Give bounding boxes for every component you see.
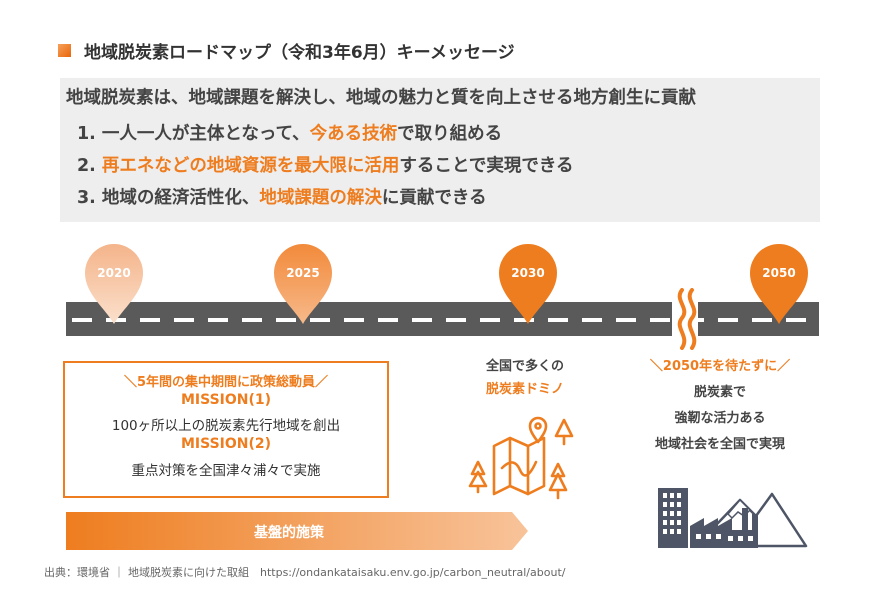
road-dash (310, 318, 330, 322)
road-dash (616, 318, 636, 322)
road-dash (480, 318, 500, 322)
road-dash (140, 318, 160, 322)
road-dash (752, 318, 772, 322)
mission-1-title: MISSION(1) (180, 392, 272, 408)
item-number: 2. (77, 156, 96, 176)
future-header: ＼2050年を待たずに／ (649, 359, 791, 374)
item-text: 一人一人が主体となって、 (101, 124, 310, 144)
item-text: 地域の経済活性化、 (101, 188, 260, 208)
mission-box (63, 361, 389, 498)
folded-map-icon (468, 416, 574, 500)
map-pin-icon (274, 243, 332, 324)
domino-line-2: 脱炭素ドミノ (485, 382, 564, 397)
milestone-2030: 2030 (497, 242, 559, 330)
key-message-lead: 地域脱炭素は、地域課題を解決し、地域の魅力と質を向上させる地方創生に貢献 (66, 88, 696, 108)
title-marker (58, 44, 71, 57)
mission-2-text: 重点対策を全国津々浦々で実施 (131, 463, 321, 479)
item-number: 3. (77, 188, 96, 208)
year-label: 2025 (286, 266, 320, 280)
item-highlight: 今ある技術 (309, 124, 398, 144)
year-label: 2020 (97, 266, 131, 280)
item-text: に貢献できる (381, 188, 487, 208)
foundation-arrow (66, 512, 528, 550)
road-dash (514, 318, 534, 322)
map-pin-icon (750, 243, 808, 324)
milestone-2050: 2050 (748, 242, 810, 330)
road-dash (446, 318, 466, 322)
item-highlight: 地域課題の解決 (259, 188, 382, 208)
key-message-item-3: 3. 地域の経済活性化、地域課題の解決に貢献できる (77, 184, 487, 209)
foundation-arrow-label: 基盤的施策 (254, 525, 324, 541)
key-message-box (60, 78, 820, 222)
road-dash (242, 318, 262, 322)
item-highlight: 再エネなどの地域資源を最大限に活用 (101, 156, 400, 176)
wave-break-icon (677, 288, 697, 350)
road-dash (208, 318, 228, 322)
map-pin-icon (85, 243, 143, 324)
road-dash (412, 318, 432, 322)
road-dash (582, 318, 602, 322)
milestone-2025: 2025 (272, 242, 334, 330)
city-factory-icon (658, 488, 808, 548)
key-message-item-2: 2. 再エネなどの地域資源を最大限に活用することで実現できる (77, 152, 574, 177)
road-dash (276, 318, 296, 322)
future-line-1: 脱炭素で (693, 385, 746, 400)
mission-header: ＼5年間の集中期間に政策総動員／ (123, 375, 329, 390)
year-label: 2050 (762, 266, 796, 280)
domino-line-1: 全国で多くの (485, 359, 564, 374)
road-dash (378, 318, 398, 322)
milestone-2020: 2020 (83, 242, 145, 330)
road-dash (344, 318, 364, 322)
year-label: 2030 (511, 266, 545, 280)
item-number: 1. (77, 124, 96, 144)
item-text: することで実現できる (399, 156, 574, 176)
map-pin-icon (499, 243, 557, 324)
road-dash (718, 318, 738, 322)
mission-1-text: 100ヶ所以上の脱炭素先行地域を創出 (111, 418, 341, 434)
page-title: 地域脱炭素ロードマップ（令和3年6月）キーメッセージ (84, 43, 515, 63)
mission-2-title: MISSION(2) (180, 436, 272, 452)
road-dash (174, 318, 194, 322)
source-note: 出典：環境省 ｜ 地域脱炭素に向けた取組 https://ondankatais… (44, 566, 566, 579)
key-message-item-1: 1. 一人一人が主体となって、今ある技術で取り組める (77, 120, 502, 145)
item-text: で取り組める (397, 124, 503, 144)
future-line-3: 地域社会を全国で実現 (654, 437, 785, 452)
road-dash (650, 318, 670, 322)
road-dash (548, 318, 568, 322)
future-line-2: 強靭な活力ある (674, 411, 766, 426)
road-dash (72, 318, 92, 322)
road-dash (786, 318, 806, 322)
